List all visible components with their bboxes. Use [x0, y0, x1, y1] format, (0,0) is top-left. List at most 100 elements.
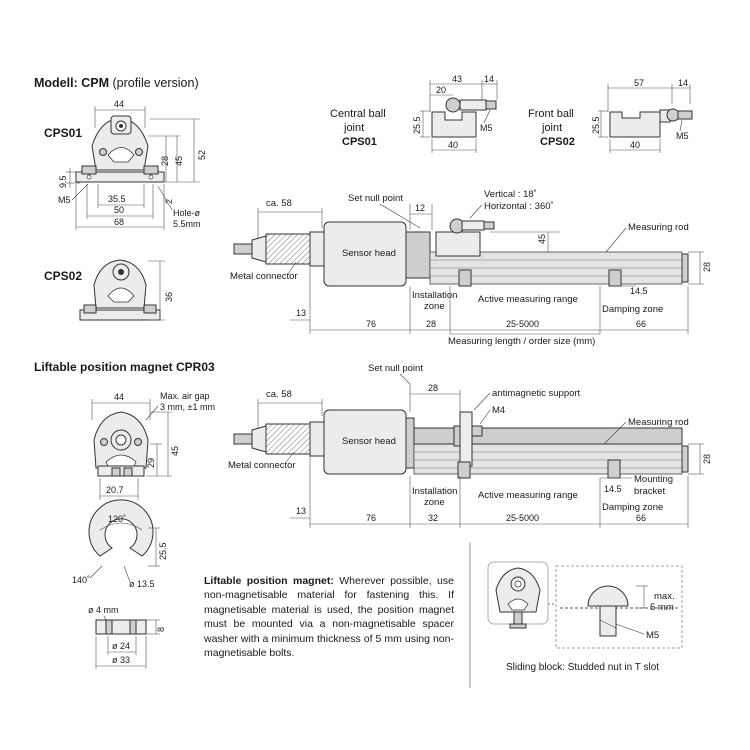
central-ball-joint: Central ball joint CPS01 43 14 20 25.5 M…	[330, 74, 498, 153]
main2-ca58: ca. 58	[266, 389, 292, 400]
main2-antimagnetic: antimagnetic support	[492, 388, 581, 399]
liftable-title: Liftable position magnet CPR03	[34, 360, 215, 374]
central-dim-14: 14	[484, 74, 494, 84]
main1-ca58: ca. 58	[266, 198, 292, 209]
front-dim-m5: M5	[676, 131, 689, 141]
front-joint-code: CPS02	[540, 136, 575, 148]
front-dim-57: 57	[634, 78, 644, 88]
main1-damping-zone: Damping zone	[602, 304, 663, 315]
main1-set-null: Set null point	[348, 193, 403, 204]
main1-active-range: Active measuring range	[478, 294, 578, 305]
cps01-dim-35-5: 35.5	[108, 194, 126, 204]
central-joint-line2: joint	[343, 122, 364, 134]
main2-sensor-head-label: Sensor head	[342, 436, 396, 447]
main1-metal-connector: Metal connector	[230, 271, 298, 282]
cps01-hole-line1: Hole-ø	[173, 208, 201, 218]
liftable-side-view	[95, 619, 147, 635]
main1-sensor-head-label: Sensor head	[342, 248, 396, 259]
central-dim-20: 20	[436, 85, 446, 95]
main2-metal-connector: Metal connector	[228, 460, 296, 471]
liftable-dim-13-5: ø 13.5	[129, 579, 155, 589]
cps02-drawing: CPS02 36	[44, 259, 174, 321]
liftable-dim-44: 44	[114, 392, 124, 402]
main2-profile-rod	[413, 443, 683, 475]
liftable-air-gap-1: Max. air gap	[160, 391, 210, 401]
liftable-dim-8: 8	[156, 627, 166, 632]
central-dim-25-5: 25.5	[412, 116, 422, 134]
sliding-mm: 5 mm	[650, 602, 674, 613]
liftable-dim-20-7: 20.7	[106, 485, 124, 495]
cps01-dim-28: 28	[160, 156, 170, 166]
front-dim-14: 14	[678, 78, 688, 88]
main2-dim-25-5000: 25-5000	[506, 513, 539, 523]
main2-zone: zone	[424, 497, 445, 508]
liftable-air-gap-2: 3 mm, ±1 mm	[160, 402, 215, 412]
front-dim-40: 40	[630, 140, 640, 150]
main2-m4: M4	[492, 405, 505, 416]
main1-connector-pin	[233, 243, 253, 255]
main1-horizontal: Horizontal : 360˚	[484, 201, 554, 212]
liftable-dim-25-5: 25.5	[158, 542, 168, 560]
cps01-dim-9-5: 9.5	[58, 175, 68, 188]
cps01-dim-m5: M5	[58, 195, 71, 205]
main2-damping-zone: Damping zone	[602, 502, 663, 513]
cps01-dim-2: 2	[164, 199, 174, 204]
liftable-dim-4: ø 4 mm	[88, 605, 119, 615]
liftable-ring	[88, 499, 154, 557]
main-drawing-profile: ca. 58 Set null point 12 Vertical : 18˚ …	[230, 189, 712, 347]
cps02-title: CPS02	[44, 269, 82, 283]
sliding-max: max.	[654, 591, 675, 602]
liftable-angle-140: 140˚	[72, 575, 90, 585]
cps01-drawing: CPS01 44 28 45 52 9.5 M5	[44, 99, 207, 230]
central-dim-m5: M5	[480, 123, 493, 133]
main1-connector-body	[265, 233, 311, 265]
note-text: Wherever possible, use non-magnetisable …	[204, 575, 454, 660]
liftable-angle-120: 120˚	[108, 514, 126, 524]
cps01-dim-44: 44	[114, 99, 124, 109]
main2-bracket: bracket	[634, 486, 666, 497]
main1-dim-45: 45	[537, 234, 547, 244]
main2-position-magnet	[459, 411, 473, 467]
main1-measuring-rod: Measuring rod	[628, 222, 689, 233]
sliding-m5: M5	[646, 630, 659, 641]
main2-dim-14-5: 14.5	[604, 484, 622, 494]
main2-dim-76: 76	[366, 513, 376, 523]
liftable-magnet-note: Liftable position magnet: Wherever possi…	[204, 574, 454, 660]
note-bold: Liftable position magnet:	[204, 575, 334, 587]
main1-dim-66: 66	[636, 319, 646, 329]
central-dim-40: 40	[448, 140, 458, 150]
cps01-base-plate	[75, 171, 165, 183]
model-heading: Modell: CPM (profile version)	[34, 76, 199, 90]
main2-dim-66: 66	[636, 513, 646, 523]
cps01-dim-45: 45	[174, 156, 184, 166]
liftable-magnet-drawing: Liftable position magnet CPR03 44 Max. a…	[34, 360, 215, 669]
main2-connector-body	[265, 423, 311, 455]
central-dim-43: 43	[452, 74, 462, 84]
main1-zone: zone	[424, 301, 445, 312]
main1-dim-28b: 28	[426, 319, 436, 329]
sliding-detail-frame	[555, 565, 683, 649]
liftable-dim-29: 29	[146, 458, 156, 468]
front-joint-block	[609, 111, 661, 138]
main2-dim-28r: 28	[702, 454, 712, 464]
main1-position-magnet	[435, 231, 481, 257]
main1-dim-28: 28	[702, 262, 712, 272]
front-joint-line1: Front ball	[528, 108, 574, 120]
liftable-dim-24: ø 24	[112, 641, 130, 651]
main1-dim-25-5000: 25-5000	[506, 319, 539, 329]
sliding-detail-nut	[587, 585, 629, 607]
main1-installation: Installation	[412, 290, 457, 301]
sliding-block-drawing: max. 5 mm M5 Sliding block: Studded nut …	[487, 561, 683, 673]
main2-set-null: Set null point	[368, 363, 423, 374]
main2-dim-28: 28	[428, 383, 438, 393]
central-joint-line1: Central ball	[330, 108, 386, 120]
front-ball-joint: Front ball joint CPS02 57 14 25.5 M5 40	[528, 78, 693, 153]
central-joint-code: CPS01	[342, 136, 377, 148]
main1-vertical: Vertical : 18˚	[484, 189, 537, 200]
main-drawing-liftable: Set null point 28 antimagnetic support M…	[228, 363, 712, 528]
main2-dim-13: 13	[296, 506, 306, 516]
cps01-dim-52: 52	[197, 150, 207, 160]
main2-dim-32: 32	[428, 513, 438, 523]
front-joint-line2: joint	[541, 122, 562, 134]
